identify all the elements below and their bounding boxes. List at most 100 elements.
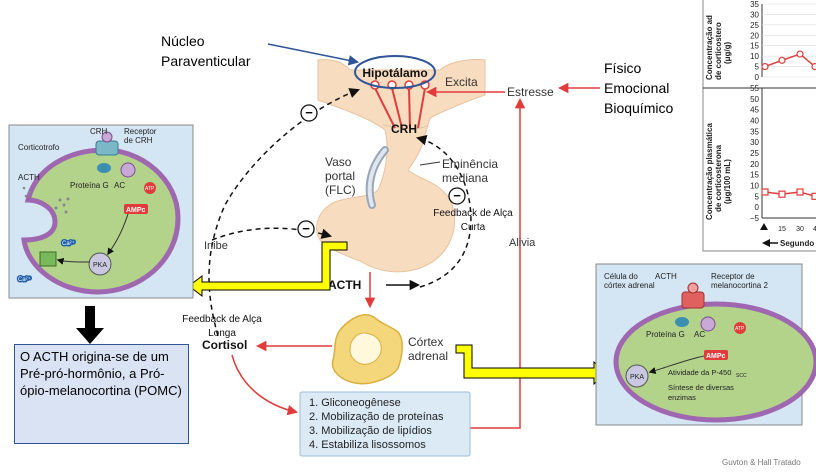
graph-bottom-tick-label: 25 — [750, 149, 759, 158]
cortisol-label: Cortisol — [202, 338, 247, 352]
graph-x-tick-label: 4 — [813, 226, 816, 233]
lp-receptor-1: Receptor — [124, 127, 157, 136]
lp-acth: ACTH — [18, 173, 40, 182]
rp-atividade-sub: SCC — [736, 373, 747, 379]
infundibulum-edge — [382, 124, 429, 130]
crh-neuron-4 — [417, 87, 426, 129]
lp-ampc: AMPc — [126, 207, 146, 214]
graph-bottom-tick-label: 0 — [755, 203, 760, 212]
nucleo-label-1: Núcleo — [161, 33, 205, 49]
graph-ylabel-top-3: (μg/g) — [723, 41, 732, 64]
rp-receptor-1: Receptor de — [711, 272, 755, 281]
pituitary-illustration — [316, 55, 486, 273]
lp-pka: PKA — [93, 262, 107, 269]
emocional-label: Emocional — [604, 80, 670, 96]
g-protein-shape — [97, 163, 111, 173]
rp-pka: PKA — [630, 374, 644, 381]
crh-neuron-3 — [408, 87, 411, 129]
graph-xlabel-arrow — [762, 239, 770, 247]
graph-x-tick-label: 15 — [778, 226, 786, 233]
inhibition-marker-1: − — [300, 104, 318, 122]
graph-top-point — [761, 62, 769, 71]
crh-neuron-1 — [374, 87, 396, 129]
rp-ampc-to-pka-arrow — [648, 355, 705, 374]
paraventricular-pointer-arrow — [267, 43, 360, 66]
rp-sintese-1: Síntese de diversas — [668, 383, 734, 392]
adrenal-cell-panel: Célula do córtex adrenal ACTH Receptor d… — [595, 263, 816, 426]
cortex-label-1: Córtex — [408, 335, 443, 349]
rp-atp: ATP — [735, 326, 745, 332]
inhibition-marker-2: − — [297, 220, 315, 238]
graph-bottom-tick-label: 35 — [750, 127, 759, 136]
effects-arrow — [231, 354, 299, 416]
feedback-longa-label-1: Feedback de Alça — [182, 314, 262, 325]
pka-to-channel-arrow — [56, 257, 91, 265]
ac-shape — [120, 162, 136, 178]
graph-top-point — [796, 50, 804, 58]
graph-top-tick-label: 15 — [750, 42, 759, 51]
graph-bottom-tick-label: 30 — [750, 138, 759, 147]
ca-channel — [39, 251, 57, 267]
adrenal-cell — [613, 301, 816, 423]
graph-bottom-tick-label: 45 — [750, 106, 759, 115]
effect-item-4: 4. Estabiliza lisossomos — [309, 439, 426, 451]
crh-receptor — [95, 140, 119, 156]
adrenal-gland — [331, 314, 403, 385]
estresse-label: Estresse — [507, 85, 554, 99]
feedback-longa-label-2: Longa — [208, 328, 236, 339]
lp-receptor-2: de CRH — [124, 136, 153, 145]
mc2-receptor — [681, 291, 705, 309]
rp-celula-1: Célula do — [604, 272, 638, 281]
graph-top-tick-label: 5 — [755, 63, 760, 72]
lp-proteina-g: Proteína G — [70, 181, 109, 190]
rp-acth: ACTH — [655, 272, 677, 281]
graph-bottom-tick-label: 50 — [750, 95, 759, 104]
graph-top-point — [811, 62, 816, 71]
effect-item-1: 1. Gliconeogênese — [309, 397, 401, 409]
ampc-box — [124, 204, 148, 214]
yellow-arrow-left — [188, 241, 348, 298]
portal-vessel-inner — [367, 148, 387, 207]
graph-bottom-series-line — [764, 191, 816, 198]
graph-bottom-point — [778, 190, 786, 198]
svg-text:−: − — [453, 188, 461, 203]
graph-ylabel-bottom-2: de corticosterona — [714, 144, 723, 212]
long-feedback-pituitary-arrow — [211, 227, 333, 241]
graph-top-tick-label: 0 — [755, 73, 760, 82]
inibe-label: Inibe — [204, 240, 228, 252]
atp-circle — [144, 182, 156, 194]
pomc-note-text: O ACTH origina-se de um Pré-pró-hormônio… — [20, 349, 182, 398]
feedback-curta-label-1: Feedback de Alça — [433, 208, 513, 219]
alivia-arrow — [470, 97, 526, 429]
corticotroph-cell — [21, 147, 181, 295]
rp-ac: AC — [694, 330, 705, 339]
black-down-arrow — [76, 306, 104, 344]
rp-receptor-2: melanocortina 2 — [711, 281, 768, 290]
alivia-label: Alivia — [509, 237, 536, 249]
graph-bottom-tick-label: 10 — [750, 182, 759, 191]
graph-top-tick-label: 35 — [750, 0, 759, 9]
graph-bottom-tick-label: 20 — [750, 160, 759, 169]
vaso-label-3: (FLC) — [325, 183, 356, 197]
rp-g-protein-shape — [675, 317, 689, 327]
cortex-label-2: adrenal — [408, 349, 448, 363]
inhibition-marker-3: − — [448, 187, 466, 205]
rp-ac-shape — [700, 316, 716, 332]
eminencia-label-2: mediana — [442, 171, 488, 185]
rp-proteina-g: Proteína G — [646, 330, 685, 339]
bioquimico-label: Bioquímico — [604, 100, 674, 116]
graph-top-series-line — [764, 53, 816, 68]
graph-bottom-tick-label: 15 — [750, 171, 759, 180]
graph-bottom-tick-label: −5 — [750, 214, 760, 223]
lp-ca-1: Ca²⁺ — [62, 240, 75, 247]
rp-sintese-2: enzimas — [668, 393, 696, 402]
graph-bottom-tick-label: 5 — [755, 192, 760, 201]
pomc-note-box: O ACTH origina-se de um Pré-pró-hormônio… — [14, 344, 189, 444]
svg-text:−: − — [302, 221, 310, 236]
rp-pka-circle — [625, 364, 649, 388]
graph-x-tick-label: 30 — [796, 226, 804, 233]
graph-bottom-point — [761, 188, 769, 196]
